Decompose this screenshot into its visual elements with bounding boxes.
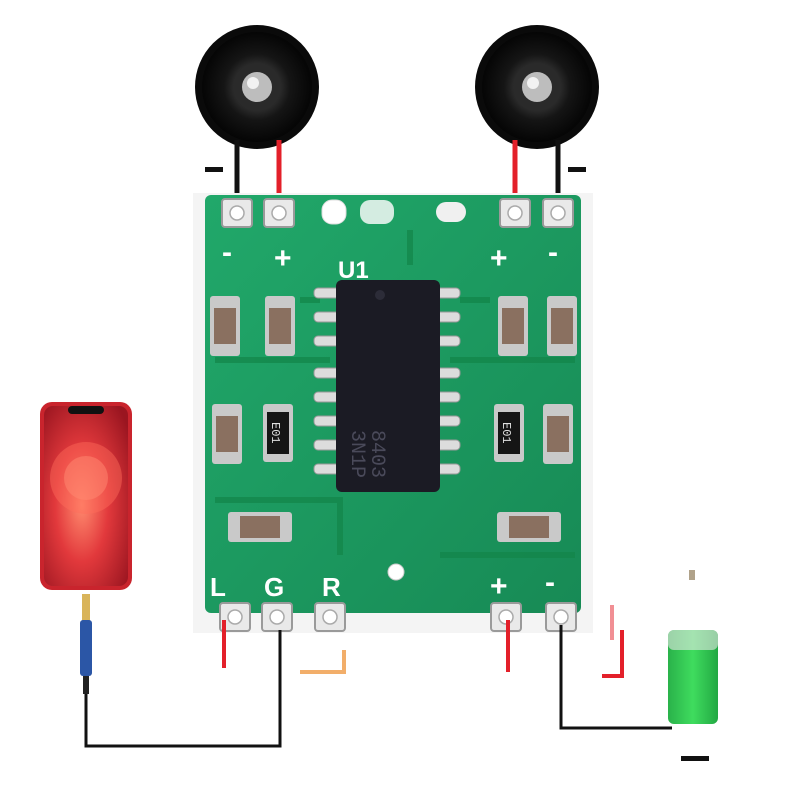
input-label-r: R bbox=[322, 572, 341, 602]
resistor-code-left: E01 bbox=[268, 422, 282, 444]
speaker-left-plus-label: + bbox=[274, 242, 292, 275]
ic-marking-line2: 3N1P bbox=[345, 430, 368, 478]
pad-holes bbox=[227, 205, 569, 625]
audio-jack-icon bbox=[80, 594, 92, 694]
input-power-wires bbox=[84, 605, 672, 748]
speaker-right-plus-label: + bbox=[490, 242, 508, 275]
ic-marking-line1: 8403 bbox=[365, 430, 388, 478]
ic-chip bbox=[336, 280, 440, 492]
phone-icon bbox=[40, 402, 132, 590]
battery-icon bbox=[668, 570, 718, 724]
minus-marks bbox=[205, 167, 709, 761]
speaker-left-icon bbox=[195, 25, 319, 149]
input-label-l: L bbox=[210, 572, 226, 602]
power-minus-label: - bbox=[545, 566, 555, 599]
ic-marking: 8403 3N1P bbox=[345, 430, 388, 478]
smd-components bbox=[210, 296, 577, 542]
power-plus-label: + bbox=[490, 570, 508, 603]
ic-pins bbox=[313, 287, 461, 475]
resistor-code-right: E01 bbox=[499, 422, 513, 444]
ic-reference-label: U1 bbox=[338, 257, 369, 284]
speaker-right-icon bbox=[475, 25, 599, 149]
speaker-right-minus-label: - bbox=[548, 236, 558, 269]
speaker-left-minus-label: - bbox=[222, 236, 232, 269]
resistor-codes: E01 E01 bbox=[268, 422, 513, 444]
silkscreen-text: U1 + + - - L G R + - bbox=[210, 236, 558, 603]
input-label-g: G bbox=[264, 572, 284, 602]
